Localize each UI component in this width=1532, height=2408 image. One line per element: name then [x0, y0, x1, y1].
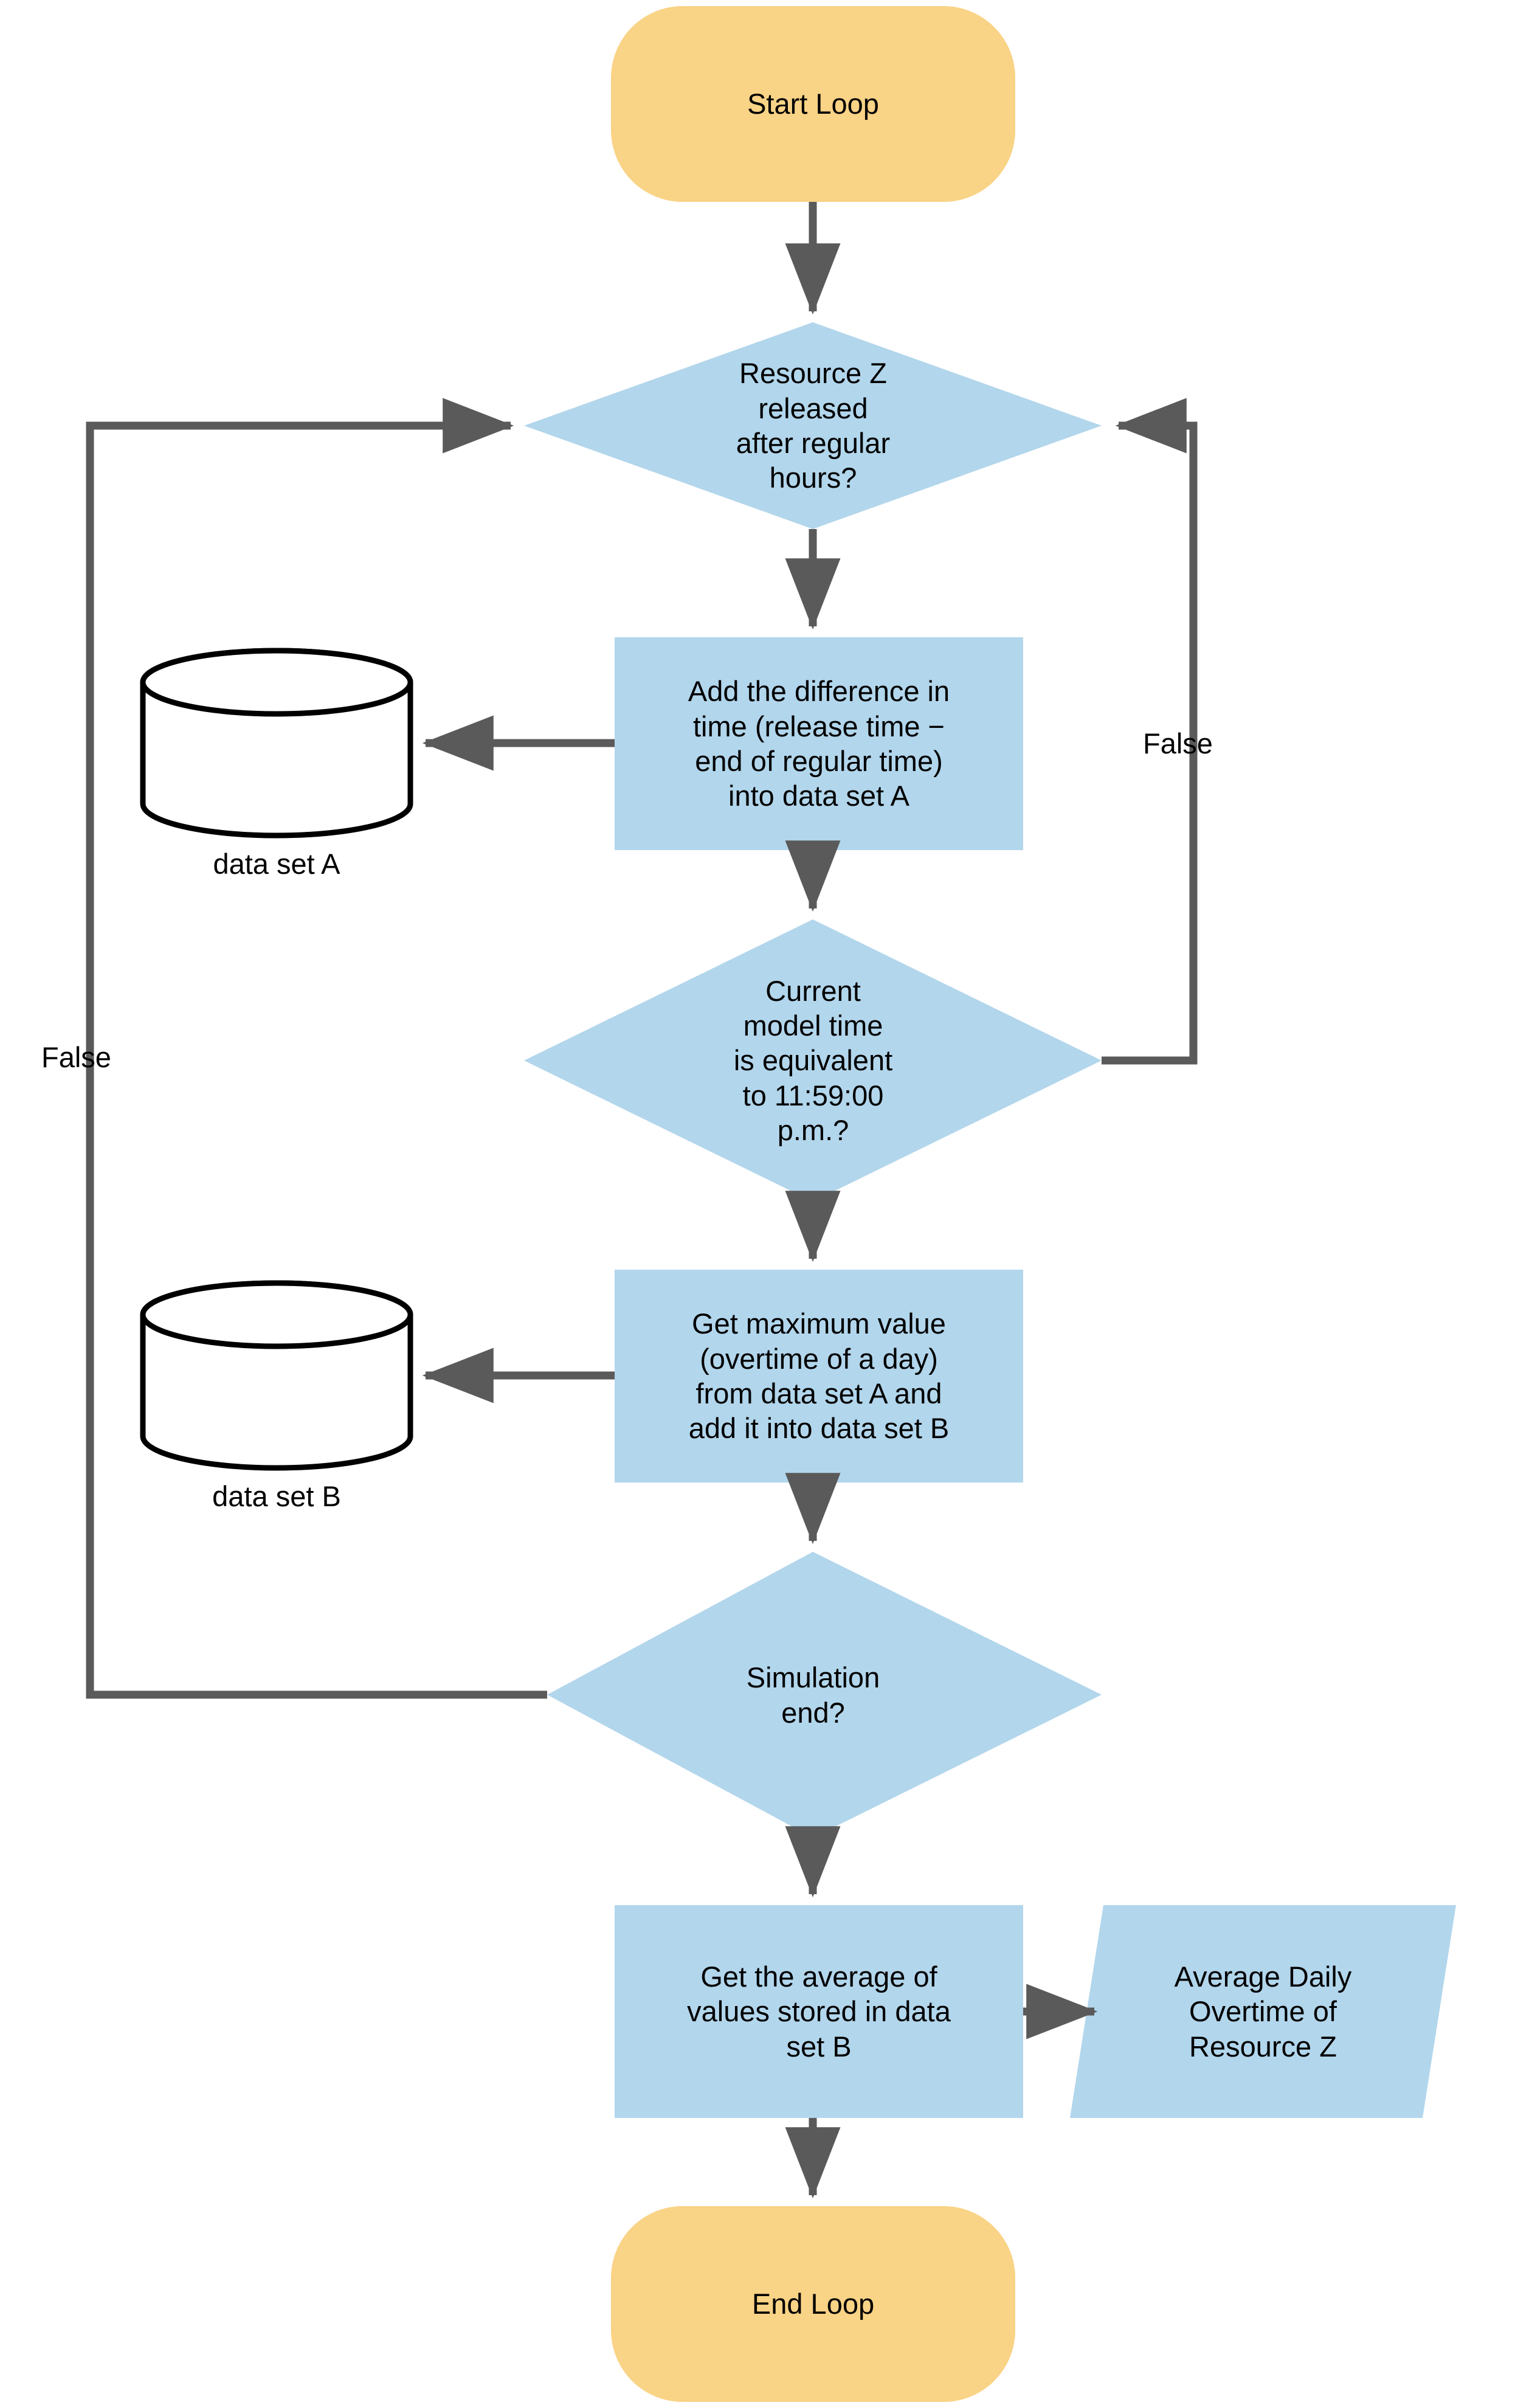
decision-model-time-shape[interactable]	[524, 919, 1102, 1202]
data-store-a-shape[interactable]	[140, 648, 413, 839]
output-average-overtime-shape[interactable]	[1070, 1905, 1456, 2118]
decision-resource-released-shape[interactable]	[524, 322, 1102, 529]
process-add-difference-shape[interactable]	[615, 637, 1023, 850]
data-store-a-label: data set A	[213, 848, 340, 880]
edge-false-model-time-to-decision-release	[1102, 398, 1198, 1065]
process-get-maximum-shape[interactable]	[615, 1270, 1023, 1483]
end-loop-shape[interactable]	[611, 2206, 1015, 2402]
edge-label-false-right: False	[1143, 727, 1213, 759]
decision-simulation-end-shape[interactable]	[547, 1552, 1102, 1838]
edge-false-simulation-end-to-decision-release	[86, 398, 547, 1699]
data-store-b-label: data set B	[212, 1480, 341, 1512]
data-store-b-shape[interactable]	[140, 1280, 413, 1471]
start-loop-shape[interactable]	[611, 6, 1015, 202]
process-get-average-shape[interactable]	[615, 1905, 1023, 2118]
edge-label-false-left: False	[41, 1041, 111, 1073]
